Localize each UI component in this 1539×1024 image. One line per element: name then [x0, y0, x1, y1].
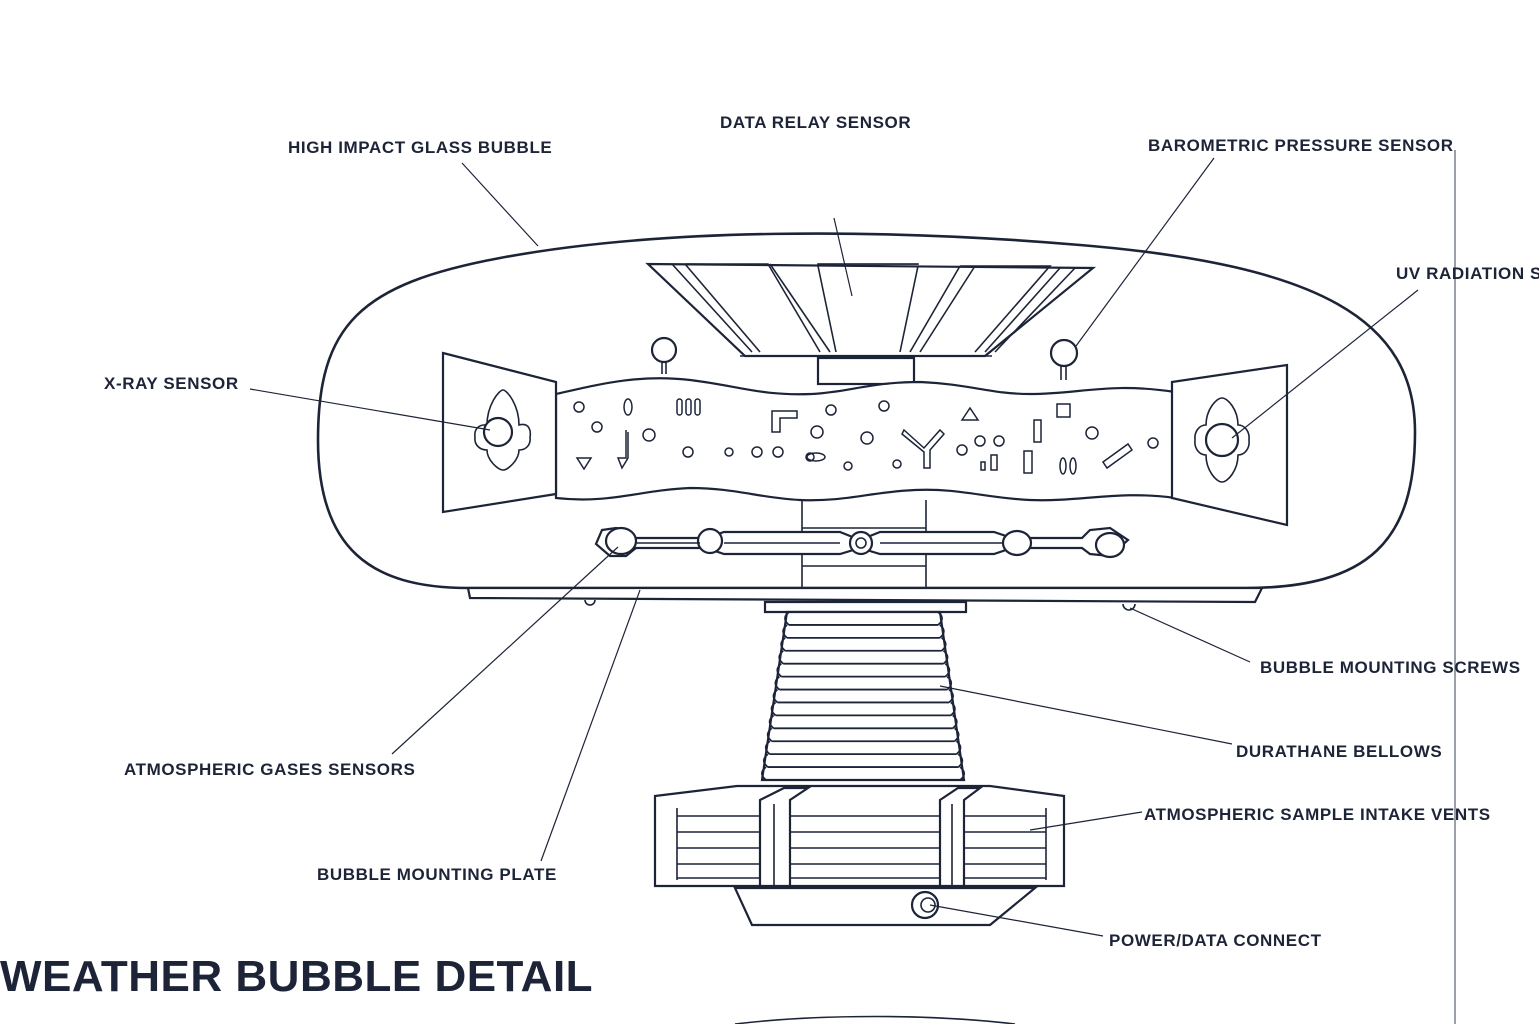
bellows-ridge: [762, 753, 964, 768]
barometric-label: BAROMETRIC PRESSURE SENSOR: [1148, 136, 1454, 155]
base-box: [653, 784, 1066, 927]
uv-panel: [1170, 363, 1289, 527]
durathane-bellows: [760, 610, 966, 782]
atmospheric-gases-rod: [594, 526, 1130, 559]
x-ray-panel: [441, 351, 558, 514]
instrument-band: [554, 377, 1177, 502]
uv-radiation-sensor: [1204, 422, 1240, 458]
bottom-edge-curve: [734, 1015, 1016, 1024]
bellows-ridge: [772, 688, 954, 704]
data-relay-sensor: [645, 262, 1097, 386]
x-ray-sensor: [482, 416, 514, 448]
bellows-ridge: [782, 624, 945, 639]
bellows-ridge: [780, 637, 947, 652]
page-title: WEATHER BUBBLE DETAIL: [0, 952, 593, 1001]
glass-bubble-label: HIGH IMPACT GLASS BUBBLE: [288, 138, 552, 157]
bellows-ridge: [761, 766, 966, 781]
bubble-mounting-plate: [466, 586, 1264, 614]
bellows-ridge: [774, 675, 953, 691]
bellows-ridge: [766, 727, 960, 743]
bellows-ridge: [778, 650, 949, 665]
mounting-screws-label: BUBBLE MOUNTING SCREWS: [1260, 658, 1521, 677]
bellows-label: DURATHANE BELLOWS: [1236, 742, 1442, 761]
intake-vents-label: ATMOSPHERIC SAMPLE INTAKE VENTS: [1144, 805, 1491, 824]
bellows-ridge: [768, 714, 958, 730]
glass-bubble: [316, 232, 1417, 590]
leader-lines: [249, 157, 1419, 937]
bellows-ridge: [776, 662, 951, 678]
x-ray-label: X-RAY SENSOR: [104, 374, 239, 393]
data-relay-label: DATA RELAY SENSOR: [720, 113, 911, 132]
power-data-connector: [910, 890, 940, 920]
bellows-ridge: [770, 701, 956, 717]
barometric-pressure-sensor: [1049, 338, 1079, 368]
bellows-ridge: [764, 740, 962, 756]
mounting-plate-label: BUBBLE MOUNTING PLATE: [317, 865, 557, 884]
bellows-ridge: [784, 611, 943, 626]
power-data-label: POWER/DATA CONNECT: [1109, 931, 1322, 950]
gases-sensors-label: ATMOSPHERIC GASES SENSORS: [124, 760, 415, 779]
barometric-knobs: [650, 336, 1079, 380]
uv-radiation-label: UV RADIATION S: [1396, 264, 1539, 283]
